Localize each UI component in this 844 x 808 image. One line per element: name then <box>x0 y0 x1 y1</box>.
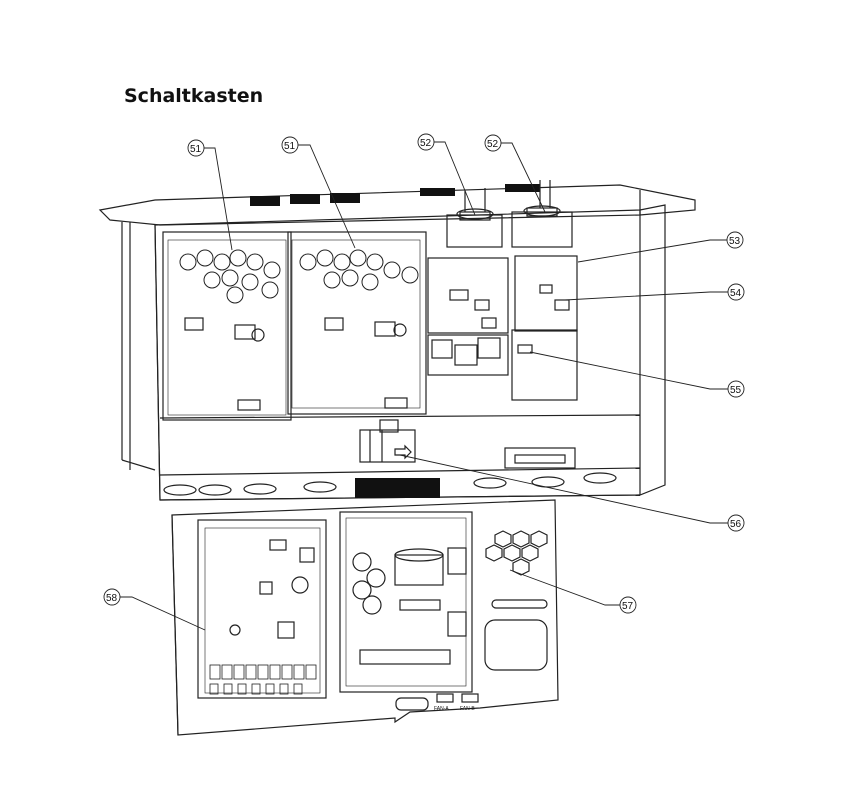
cable-knockouts <box>163 472 617 496</box>
control-board-54 <box>514 255 578 332</box>
page-title: Schaltkasten <box>124 85 264 107</box>
svg-text:55: 55 <box>730 385 742 396</box>
main-pcb-58 <box>197 519 327 699</box>
hex-vent-grille <box>484 530 548 671</box>
terminal-56 <box>359 419 416 463</box>
callout-52-right: 52 <box>484 134 546 213</box>
callout-57: 57 <box>509 569 637 614</box>
callout-51-left: 51 <box>187 139 233 251</box>
callout-53: 53 <box>577 231 744 263</box>
svg-text:53: 53 <box>729 236 741 247</box>
relay-block-55 <box>427 329 578 401</box>
power-board-left <box>162 231 292 421</box>
svg-text:54: 54 <box>730 288 742 299</box>
callout-55: 55 <box>529 351 745 398</box>
svg-text:51: 51 <box>190 144 202 155</box>
transformer-left <box>446 188 503 248</box>
inverter-board-57 <box>339 511 473 693</box>
svg-text:52: 52 <box>420 138 432 149</box>
upper-enclosure <box>98 184 696 501</box>
fan-connectors: FAN-A FAN-B <box>395 693 479 712</box>
svg-text:51: 51 <box>284 141 296 152</box>
callout-58: 58 <box>103 588 206 631</box>
transformer-right <box>511 180 573 248</box>
terminal-strip-bottom <box>504 447 576 469</box>
callout-56: 56 <box>399 454 745 532</box>
fan-a-label: FAN-A <box>434 706 449 712</box>
power-board-right <box>287 231 427 415</box>
svg-text:57: 57 <box>622 601 634 612</box>
svg-text:52: 52 <box>487 139 499 150</box>
callout-52-left: 52 <box>417 133 476 216</box>
svg-text:56: 56 <box>730 519 742 530</box>
svg-text:58: 58 <box>106 593 118 604</box>
control-board-53 <box>427 257 509 334</box>
fan-b-label: FAN-B <box>460 706 475 712</box>
callout-51-right: 51 <box>281 136 356 249</box>
callout-54: 54 <box>564 283 745 301</box>
lower-mounting-plate <box>171 499 559 736</box>
